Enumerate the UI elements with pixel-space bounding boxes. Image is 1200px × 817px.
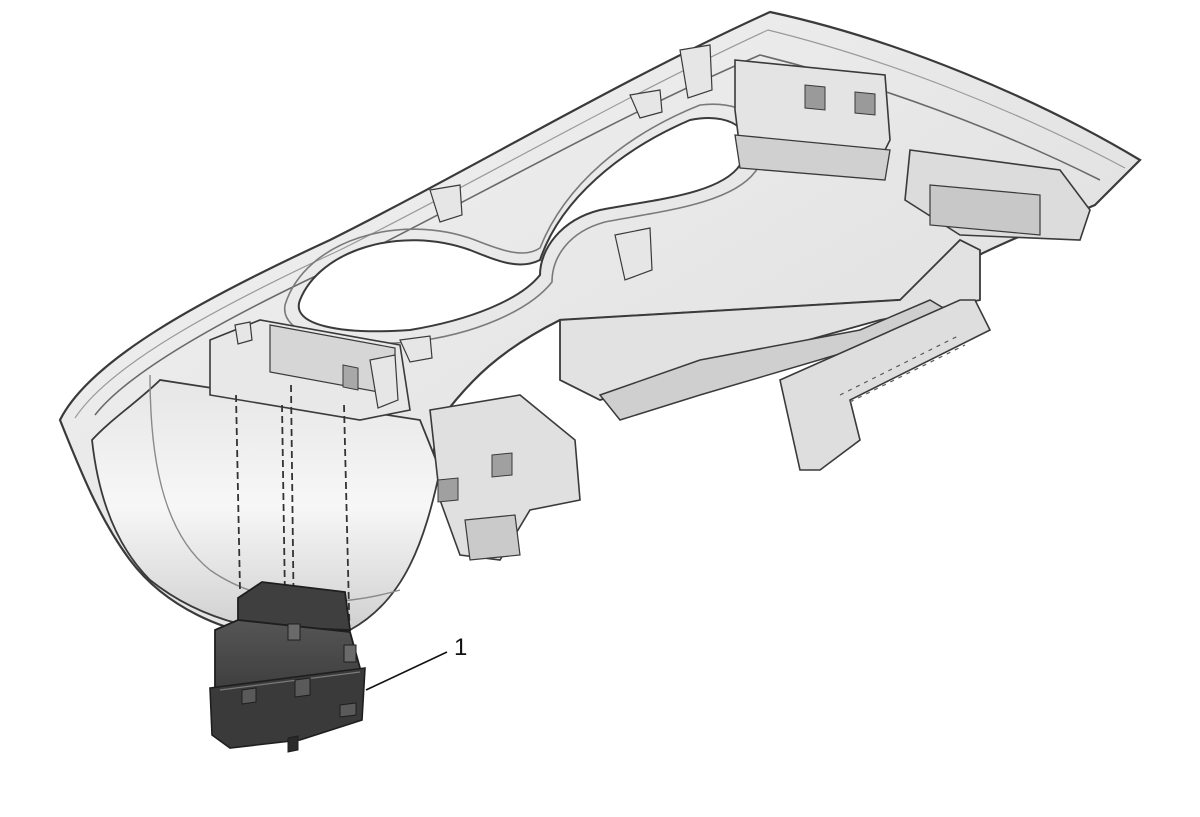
right-lower-connector (779, 299, 992, 471)
retaining-clip (429, 184, 463, 223)
retaining-clip (234, 321, 253, 345)
switch-module-clip (343, 644, 357, 663)
retaining-clip (679, 44, 713, 99)
retaining-clip (399, 335, 433, 363)
installation-guide-lines (235, 384, 351, 651)
lower-connector-bay-slot-1 (437, 477, 459, 503)
switch-module-seam (219, 671, 361, 691)
right-end-bracket-face (929, 184, 1041, 236)
lower-connector-bay-tab (464, 514, 521, 561)
switch-mounting-pocket-slot (342, 364, 359, 391)
switch-module-foot (287, 735, 299, 753)
guide-line (343, 404, 351, 651)
switch-module-tab (339, 702, 357, 718)
switch-module-base-flange (209, 667, 366, 749)
guide-line (290, 384, 295, 636)
panel-inner-ledge (94, 54, 1101, 416)
switch-module (209, 581, 366, 753)
upper-mounting-block-slot-1 (804, 84, 826, 111)
retaining-clip (629, 89, 663, 119)
right-lower-connector-pins (839, 334, 966, 403)
console-trim-panel (58, 10, 1142, 642)
lower-connector-bay-slot-2 (491, 452, 513, 478)
lower-connector-bay (429, 394, 581, 561)
callout-leader-line (365, 651, 448, 691)
upper-mounting-block-slot-2 (854, 91, 876, 116)
retaining-clip (369, 354, 399, 409)
switch-module-tab (294, 677, 311, 698)
callout-1: 1 (365, 634, 467, 691)
retaining-clips (234, 44, 713, 409)
upper-mounting-block-base (734, 134, 891, 181)
switch-module-tab (241, 687, 257, 705)
callout-label: 1 (454, 634, 467, 661)
panel-rim-highlight (74, 29, 1126, 419)
retaining-clip (614, 227, 653, 281)
switch-module-clip (287, 623, 301, 641)
